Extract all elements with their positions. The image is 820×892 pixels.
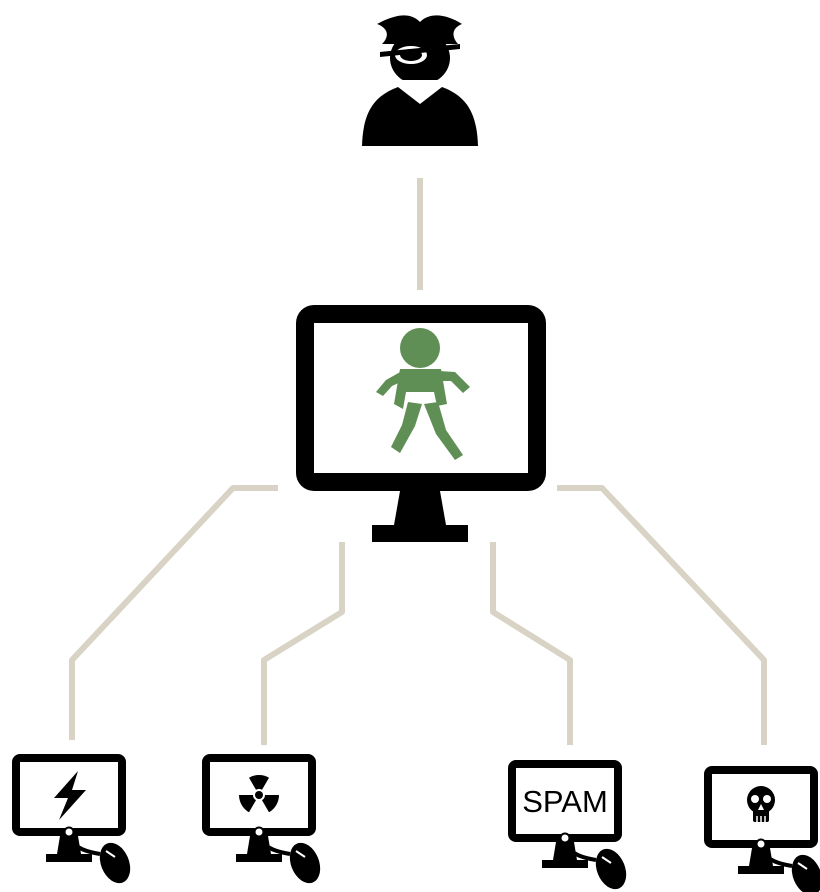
- connector-master-to-bot-2: [261, 542, 345, 745]
- bot-computer-4: [704, 766, 820, 892]
- connector-master-to-bot-1: [69, 485, 278, 740]
- skull-icon: [747, 786, 775, 822]
- lightning-bolt-icon: [54, 771, 86, 820]
- zombie-computer-icon: [296, 305, 546, 542]
- bot-computers: SPAM: [12, 754, 820, 892]
- zombie-figure-icon: [376, 328, 470, 460]
- bot-computer-3: SPAM: [508, 760, 627, 890]
- mouse-icon: [759, 848, 820, 892]
- hacker-figure: [362, 15, 478, 146]
- spam-text-icon: SPAM: [522, 784, 608, 819]
- monitor-icon: [508, 760, 622, 868]
- mouse-icon: [257, 836, 321, 884]
- master-computer: [296, 305, 546, 542]
- bot-computer-1: [12, 754, 131, 884]
- bot-screen-label: SPAM: [522, 784, 608, 819]
- connectors: [69, 178, 767, 745]
- pirate-hacker-icon: [362, 15, 478, 146]
- mouse-icon: [67, 836, 131, 884]
- connector-master-to-bot-4: [557, 485, 767, 745]
- connector-master-to-bot-3: [490, 542, 573, 745]
- radiation-icon: [239, 775, 279, 813]
- mouse-icon: [563, 842, 627, 890]
- bot-computer-2: [202, 754, 321, 884]
